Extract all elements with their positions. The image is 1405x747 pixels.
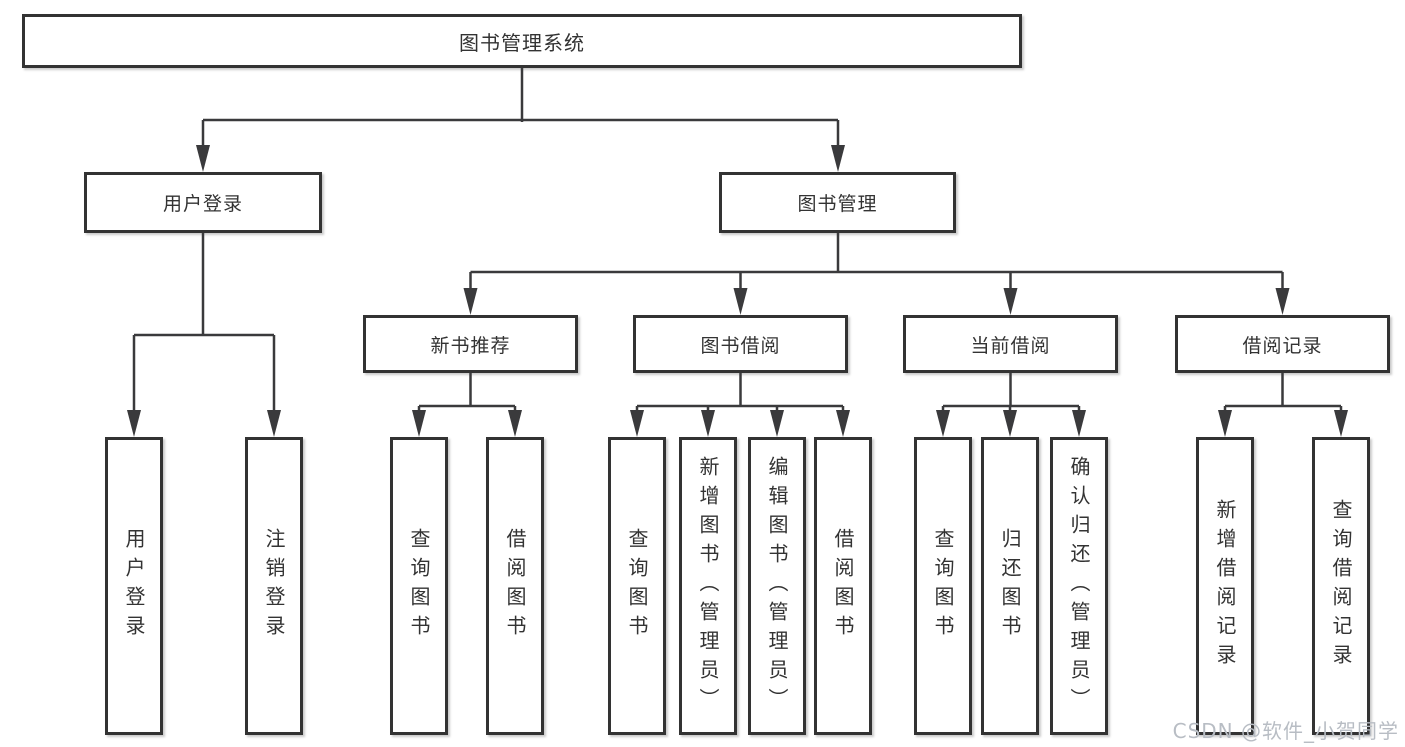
leaf-borrow-books: 借阅图书 xyxy=(814,437,872,735)
node-new-book-recommend: 新书推荐 xyxy=(363,315,578,373)
node-book-management-system-label: 图书管理系统 xyxy=(459,30,585,55)
leaf-add-borrow-record-label: 新增借阅记录 xyxy=(1213,499,1237,673)
node-borrow-records-label: 借阅记录 xyxy=(1242,334,1323,357)
leaf-edit-book-admin-label: 编辑图书（管理员） xyxy=(765,455,789,717)
leaf-current-query-books: 查询图书 xyxy=(914,437,972,735)
leaf-recommend-query-books: 查询图书 xyxy=(390,437,448,735)
leaf-user-login: 用户登录 xyxy=(105,437,163,735)
leaf-logout: 注销登录 xyxy=(245,437,303,735)
leaf-query-borrow-record: 查询借阅记录 xyxy=(1312,437,1370,735)
leaf-edit-book-admin: 编辑图书（管理员） xyxy=(748,437,806,735)
leaf-recommend-borrow-books: 借阅图书 xyxy=(486,437,544,735)
node-book-borrowing-label: 图书借阅 xyxy=(700,334,781,357)
leaf-user-login-label: 用户登录 xyxy=(122,528,146,644)
leaf-return-books-label: 归还图书 xyxy=(998,528,1022,644)
node-book-borrowing: 图书借阅 xyxy=(633,315,848,373)
leaf-confirm-return-admin-label: 确认归还（管理员） xyxy=(1067,455,1091,717)
leaf-borrowing-query-books-label: 查询图书 xyxy=(625,528,649,644)
node-book-management: 图书管理 xyxy=(719,172,956,233)
node-borrow-records: 借阅记录 xyxy=(1175,315,1390,373)
node-user-login: 用户登录 xyxy=(84,172,322,233)
node-book-management-system: 图书管理系统 xyxy=(22,14,1022,68)
leaf-recommend-borrow-books-label: 借阅图书 xyxy=(503,528,527,644)
watermark-text: CSDN @软件_小贺同学 xyxy=(1172,719,1399,743)
node-new-book-recommend-label: 新书推荐 xyxy=(430,334,511,357)
leaf-add-book-admin: 新增图书（管理员） xyxy=(679,437,737,735)
node-user-login-label: 用户登录 xyxy=(162,193,243,215)
leaf-logout-label: 注销登录 xyxy=(262,528,286,644)
leaf-return-books: 归还图书 xyxy=(981,437,1039,735)
node-book-management-label: 图书管理 xyxy=(797,193,878,215)
leaf-add-borrow-record: 新增借阅记录 xyxy=(1196,437,1254,735)
leaf-add-book-admin-label: 新增图书（管理员） xyxy=(696,455,720,717)
leaf-borrowing-query-books: 查询图书 xyxy=(608,437,666,735)
node-current-borrowing: 当前借阅 xyxy=(903,315,1118,373)
node-current-borrowing-label: 当前借阅 xyxy=(970,334,1051,357)
leaf-recommend-query-books-label: 查询图书 xyxy=(407,528,431,644)
leaf-borrow-books-label: 借阅图书 xyxy=(831,528,855,644)
leaf-confirm-return-admin: 确认归还（管理员） xyxy=(1050,437,1108,735)
leaf-query-borrow-record-label: 查询借阅记录 xyxy=(1329,499,1353,673)
leaf-current-query-books-label: 查询图书 xyxy=(931,528,955,644)
